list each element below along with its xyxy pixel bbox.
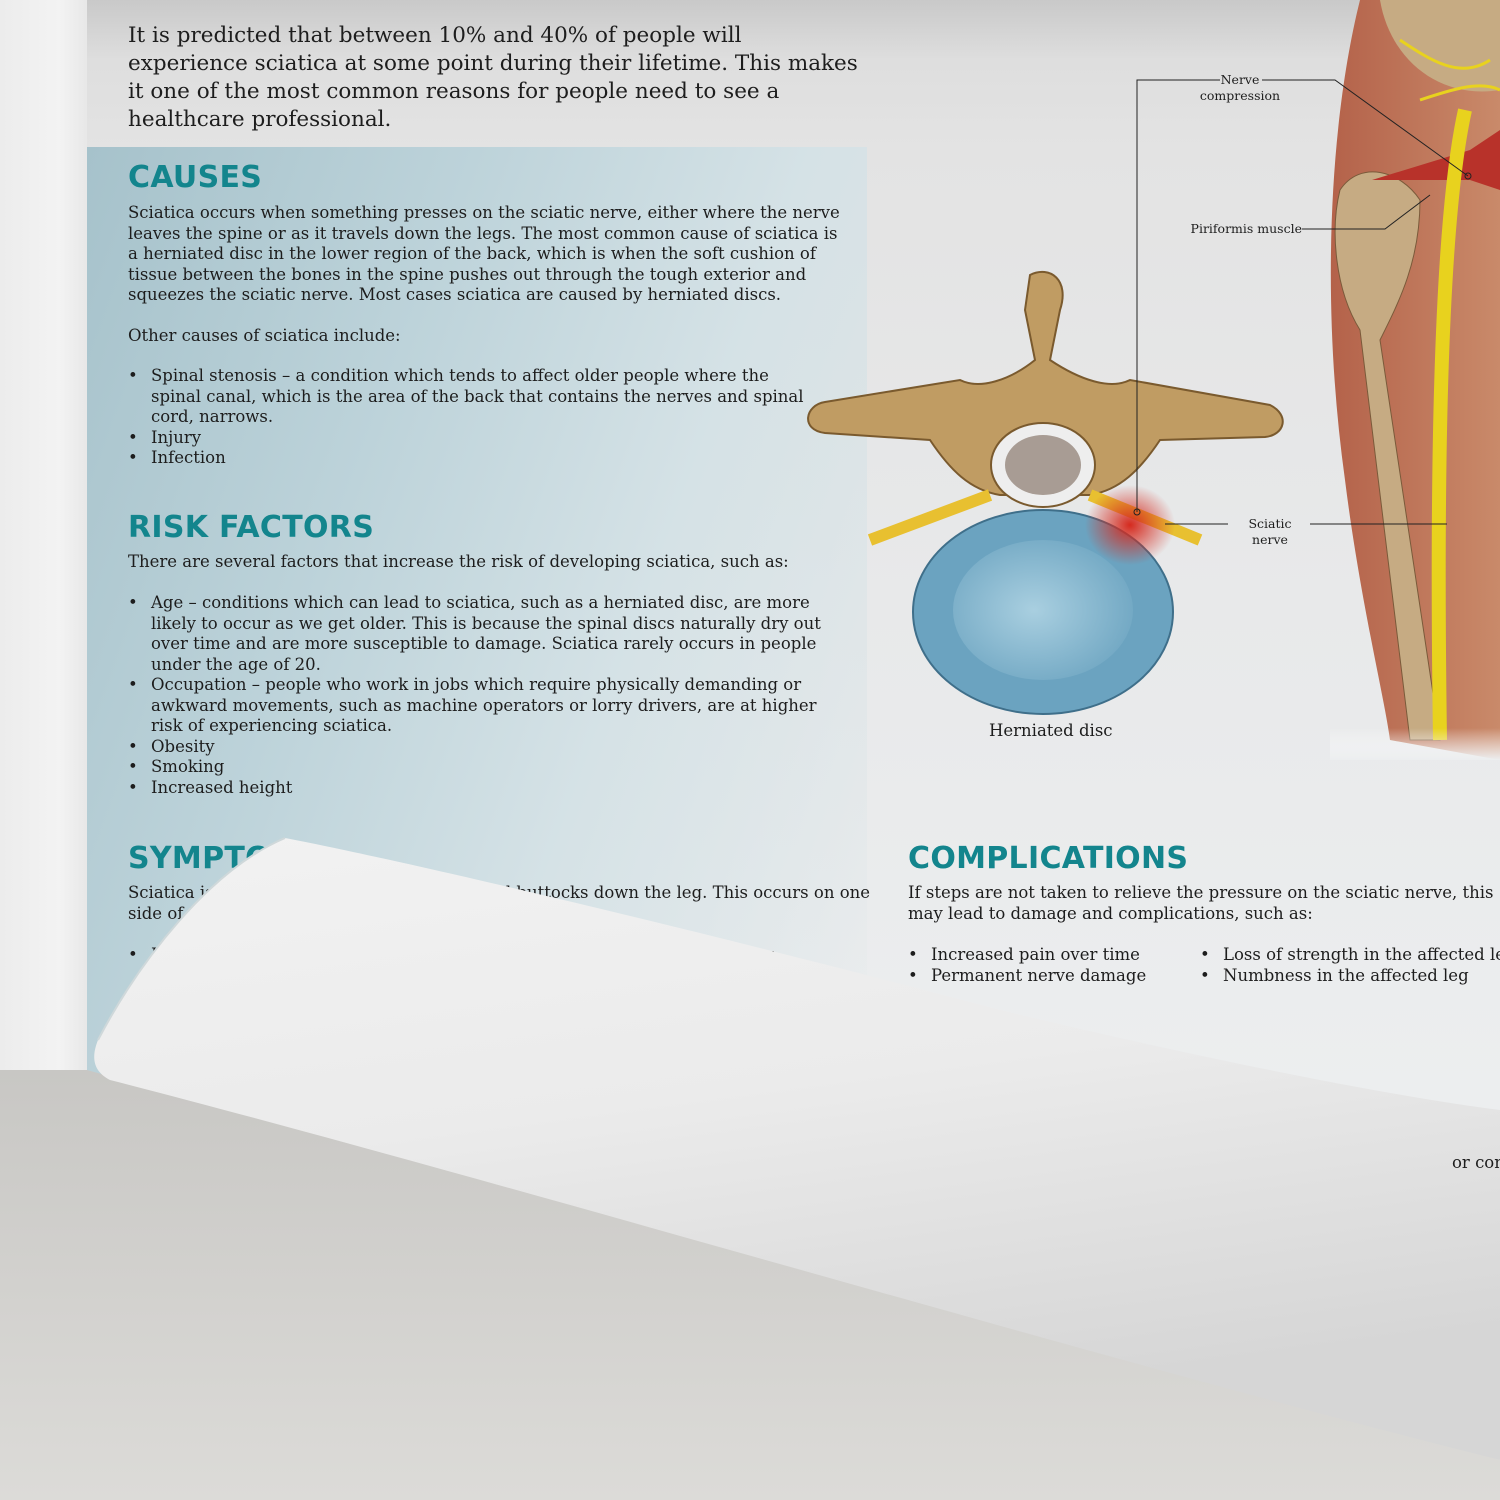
symptoms-bullet: • xyxy=(128,986,138,1005)
list-item: Permanent nerve damage xyxy=(908,966,1146,987)
symptoms-bullet: • xyxy=(128,945,138,964)
causes-list: Spinal stenosis – a condition which tend… xyxy=(128,366,818,469)
causes-heading: CAUSES xyxy=(128,160,263,195)
partial-text: or con xyxy=(1452,1153,1500,1172)
symptoms-text: side of the xyxy=(128,904,216,923)
risk-body: There are several factors that increase … xyxy=(128,552,789,571)
label-sciatic-nerve: Sciatic nerve xyxy=(1248,516,1292,547)
symptoms-text: ser xyxy=(151,965,178,984)
risk-heading: RISK FACTORS xyxy=(128,510,375,545)
causes-other: Other causes of sciatica include: xyxy=(128,326,401,345)
list-item: Increased height xyxy=(128,778,828,799)
list-item: Numbness in the affected leg xyxy=(1200,966,1500,987)
symptoms-text: Pain xyxy=(151,945,188,964)
list-item: Increased pain over time xyxy=(908,945,1146,966)
symptoms-bullet: • xyxy=(128,1006,138,1025)
label-piriformis: Piriformis muscle xyxy=(1190,221,1302,236)
list-item: Injury xyxy=(128,428,818,449)
label-nerve-compression: Nerve compression xyxy=(1199,72,1281,103)
list-item: Age – conditions which can lead to sciat… xyxy=(128,593,828,675)
symptoms-text: burning xyxy=(708,945,775,964)
risk-list: Age – conditions which can lead to sciat… xyxy=(128,593,828,798)
symptoms-text: nd buttocks down the leg. This occurs on… xyxy=(490,883,871,902)
complications-list-left: Increased pain over time Permanent nerve… xyxy=(908,945,1146,986)
causes-body: Sciatica occurs when something presses o… xyxy=(128,203,840,304)
complications-heading: COMPLICATIONS xyxy=(908,841,1189,876)
symptoms-heading: SYMPTO xyxy=(128,841,271,876)
symptoms-text: N xyxy=(151,986,166,1005)
list-item: Smoking xyxy=(128,757,828,778)
list-item: Occupation – people who work in jobs whi… xyxy=(128,675,828,737)
symptoms-text: Sciatica is a r xyxy=(128,883,242,902)
disc-caption: Herniated disc xyxy=(989,721,1113,740)
list-item: Infection xyxy=(128,448,818,469)
list-item: Spinal stenosis – a condition which tend… xyxy=(128,366,818,428)
complications-list-right: Loss of strength in the affected leg Num… xyxy=(1200,945,1500,986)
intro-text: It is predicted that between 10% and 40%… xyxy=(128,23,858,132)
list-item: Loss of strength in the affected leg xyxy=(1200,945,1500,966)
complications-body: If steps are not taken to relieve the pr… xyxy=(908,883,1494,923)
list-item: Obesity xyxy=(128,737,828,758)
